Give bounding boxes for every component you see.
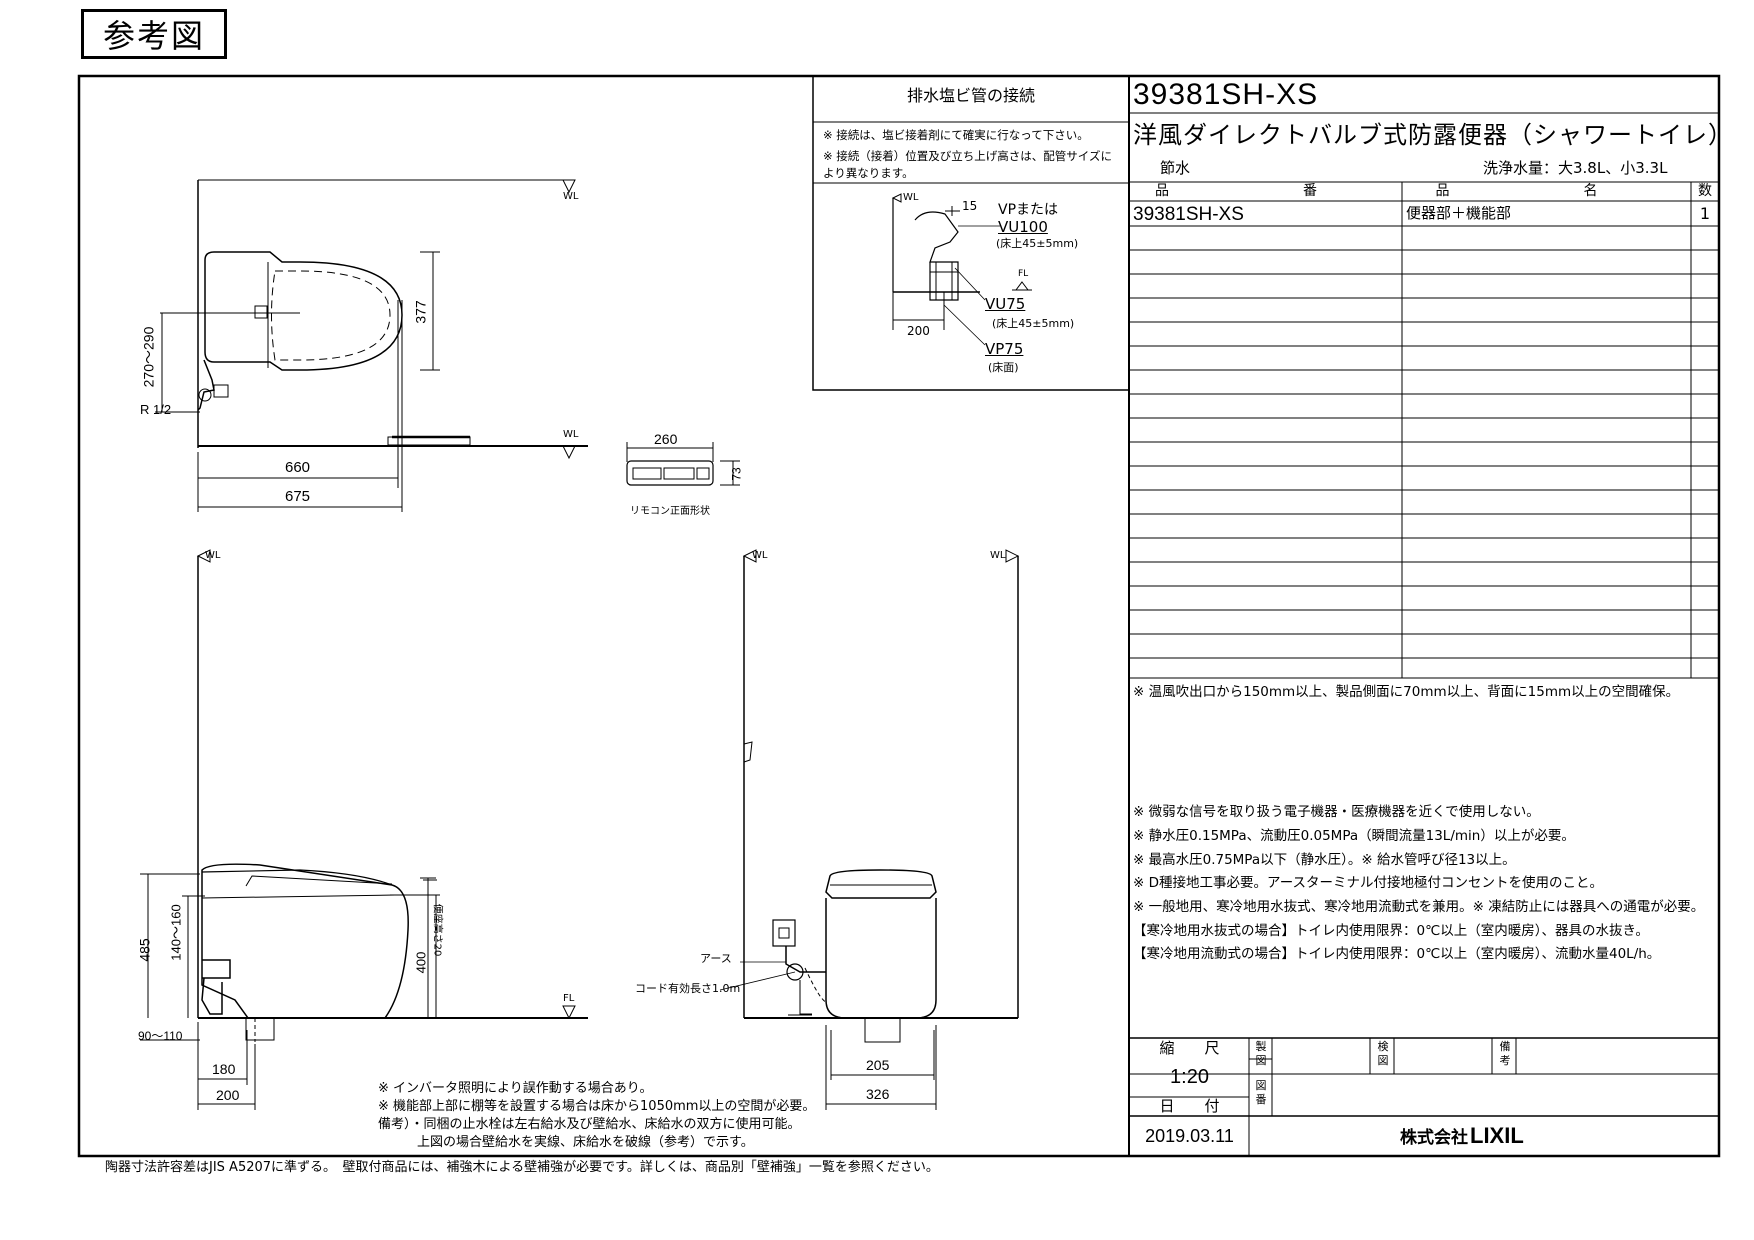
plan-view [155,179,588,512]
col-product-name: 品 名 [1435,183,1658,199]
bottom-note-1: ※ インバータ照明により誤作動する場合あり。 [378,1081,653,1096]
checked-by-label: 検図 [1377,1040,1389,1067]
col-part-number: 品 番 [1155,183,1377,199]
dim-90-110: 90〜110 [138,1029,183,1043]
plan-wl-top: WL [563,191,579,202]
parts-table-grid [1129,225,1719,679]
drain-vu75: VU75 [985,295,1026,313]
drain-dim-200: 200 [907,324,930,338]
reference-badge: 参考図 [81,9,227,59]
remote-caption: リモコン正面形状 [630,506,710,517]
brand-name: LIXIL [1470,1123,1524,1148]
drain-vp75-floor: (床面) [988,361,1019,374]
bottom-note-2: ※ 機能部上部に棚等を設置する場合は床から1050mm以上の空間が必要。 [378,1099,816,1114]
drawing-frame [77,74,1721,1158]
date-value: 2019.03.11 [1145,1126,1234,1146]
spec-note-2: ※ 静水圧0.15MPa、流動圧0.05MPa（瞬間流量13L/min）以上が必… [1133,828,1575,844]
earth-label: アース [700,952,732,965]
footer-note: 陶器寸法許容差はJIS A5207に準ずる。 壁取付商品には、補強木による壁補強… [105,1160,939,1175]
flush-volume: 洗浄水量：大3.8L、小3.3L [1483,159,1668,177]
spec-note-6: 【寒冷地用水抜式の場合】トイレ内使用限界：0℃以上（室内暖房）、器具の水抜き。 [1133,923,1649,939]
spec-note-5: ※ 一般地用、寒冷地用水抜式、寒冷地用流動式を兼用。※ 凍結防止には器具への通電… [1133,899,1705,915]
spec-note-4: ※ D種接地工事必要。アースターミナル付接地極付コンセントを使用のこと。 [1133,875,1604,891]
front-wl-left: WL [752,550,768,561]
dim-400: 400 [413,951,429,974]
drawing-no-label: 図番 [1255,1079,1267,1106]
dim-377: 377 [412,300,429,324]
drawn-by-label: 製図 [1255,1040,1267,1067]
drain-vp-or: VPまたは [998,202,1059,218]
row-1-quantity: 1 [1699,206,1711,222]
dim-205: 205 [866,1057,890,1073]
dim-326: 326 [866,1086,890,1102]
dim-675: 675 [285,488,311,505]
spec-note-1: ※ 微弱な信号を取り扱う電子機器・医療機器を近くで使用しない。 [1133,804,1540,820]
col-quantity: 数 [1698,183,1712,199]
dim-140-160: 140〜160 [168,904,184,961]
water-saving-label: 節水 [1160,159,1191,177]
side-wl: WL [205,550,221,561]
side-view [140,549,588,1110]
drain-detail-box [812,75,1130,391]
cord-length-label: コード有効長さ1.0m [635,982,741,995]
spec-note-3: ※ 最高水圧0.75MPa以下（静水圧）。※ 給水管呼び径13以上。 [1133,852,1516,868]
drain-vu75-height: (床上45±5mm) [992,317,1075,330]
date-label: 日 付 [1159,1097,1220,1115]
drain-vp75: VP75 [985,340,1024,358]
dim-260: 260 [654,431,678,447]
clearance-note: ※ 温風吹出口から150mm以上、製品側面に70mm以上、背面に15mm以上の空… [1133,684,1680,700]
company-label: 株式会社 [1400,1128,1468,1148]
scale-label: 縮 尺 [1159,1039,1220,1057]
model-number: 39381SH-XS [1133,78,1319,111]
bottom-note-4: 上図の場合壁給水を実線、床給水を破線（参考）で示す。 [378,1135,754,1150]
front-view [719,549,1020,1110]
dim-73: 73 [729,467,744,481]
drain-fl: FL [1018,269,1029,279]
row-1-product-name: 便器部＋機能部 [1406,206,1512,221]
side-fl: FL [563,993,575,1004]
dim-200: 200 [216,1087,240,1103]
dim-180: 180 [212,1061,236,1077]
plan-wl-bottom: WL [563,429,579,440]
bottom-note-3: 備考）・同梱の止水栓は左右給水及び壁給水、床給水の双方に使用可能。 [378,1117,801,1132]
dim-660: 660 [285,459,311,476]
row-1-part-number: 39381SH-XS [1133,205,1244,224]
drain-note-2: ※ 接続（接着）位置及び立ち上げ高さは、配管サイズにより異なります。 [823,149,1112,180]
remarks-label: 備考 [1499,1040,1511,1067]
front-wl-right: WL [990,550,1006,561]
drain-title: 排水塩ビ管の接続 [906,86,1035,105]
drain-vu100: VU100 [998,218,1048,236]
drain-wl: WL [903,192,919,203]
drain-detail [891,193,1032,346]
dim-270-290: 270〜290 [140,326,157,388]
reference-badge-text: 参考図 [102,17,205,55]
drain-dim-15: 15 [962,199,978,213]
company-logo: 株式会社LIXIL [1400,1125,1524,1147]
remote-front [626,442,740,486]
dim-r-half: R 1/2 [140,402,172,417]
dim-485: 485 [136,938,153,962]
product-name: 洋風ダイレクトバルブ式防露便器（シャワートイレ） [1133,121,1733,149]
drain-vu100-height: (床上45±5mm) [996,237,1079,250]
drain-note-1: ※ 接続は、塩ビ接着剤にて確実に行なって下さい。 [823,128,1089,142]
scale-value: 1:20 [1170,1066,1209,1088]
seat-height-20: 便座高さ20 [431,903,443,957]
spec-note-7: 【寒冷地用流動式の場合】トイレ内使用限界：0℃以上（室内暖房）、流動水量40L/… [1133,946,1661,962]
